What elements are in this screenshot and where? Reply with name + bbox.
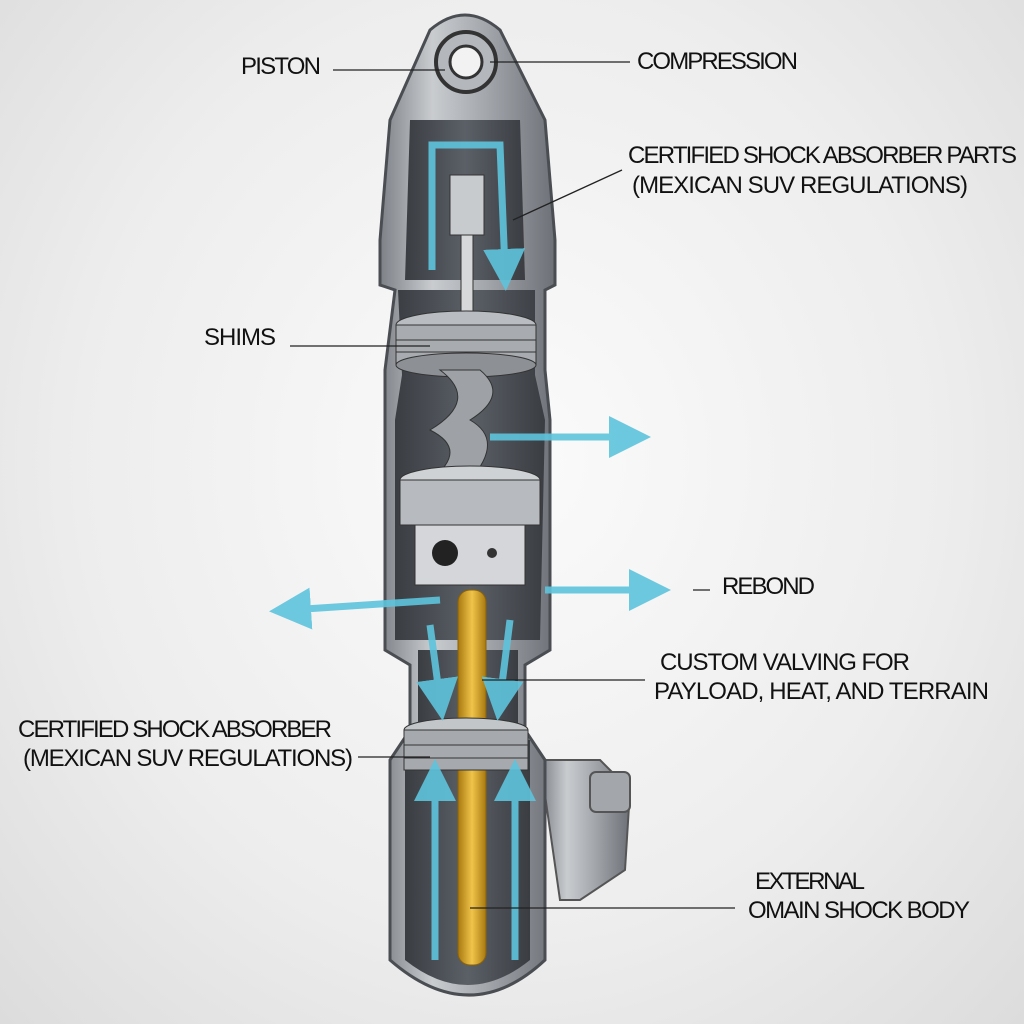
inflow-arrow-left [416,624,459,721]
label-certified-absorber-1: CERTIFIED SHOCK ABSORBER [18,716,332,743]
label-external: EXTERNAL [755,868,865,895]
label-custom-valving-1: CUSTOM VALVING FOR [660,649,910,676]
reservoir-bolt [589,771,631,813]
label-piston: PISTON [241,53,321,80]
label-custom-valving-2: PAYLOAD, HEAT, AND TERRAIN [654,678,989,705]
labels: PISTON COMPRESSION CERTIFIED SHOCK ABSOR… [18,48,1017,924]
label-certified-parts-1: CERTIFIED SHOCK ABSORBER PARTS [628,142,1017,169]
oil-rod [457,589,487,966]
main-piston [399,465,541,586]
label-compression: COMPRESSION [637,48,798,75]
label-certified-parts-2: (MEXICAN SUV REGULATIONS) [632,172,968,199]
top-valve [449,174,485,236]
shims-stack [395,310,537,378]
label-rebond: REBOND [722,573,815,600]
lower-shims [403,717,529,771]
label-shims: SHIMS [204,324,276,351]
outflow-arrow-left [269,587,441,630]
flow-arrows [269,141,671,960]
inflow-arrow-right [481,619,524,721]
internals [395,174,541,966]
leader-lines [290,61,735,909]
compression-flow-arrow [428,141,526,291]
label-certified-absorber-2: (MEXICAN SUV REGULATIONS) [23,745,353,772]
label-main-shock-body: OMAIN SHOCK BODY [748,897,970,924]
